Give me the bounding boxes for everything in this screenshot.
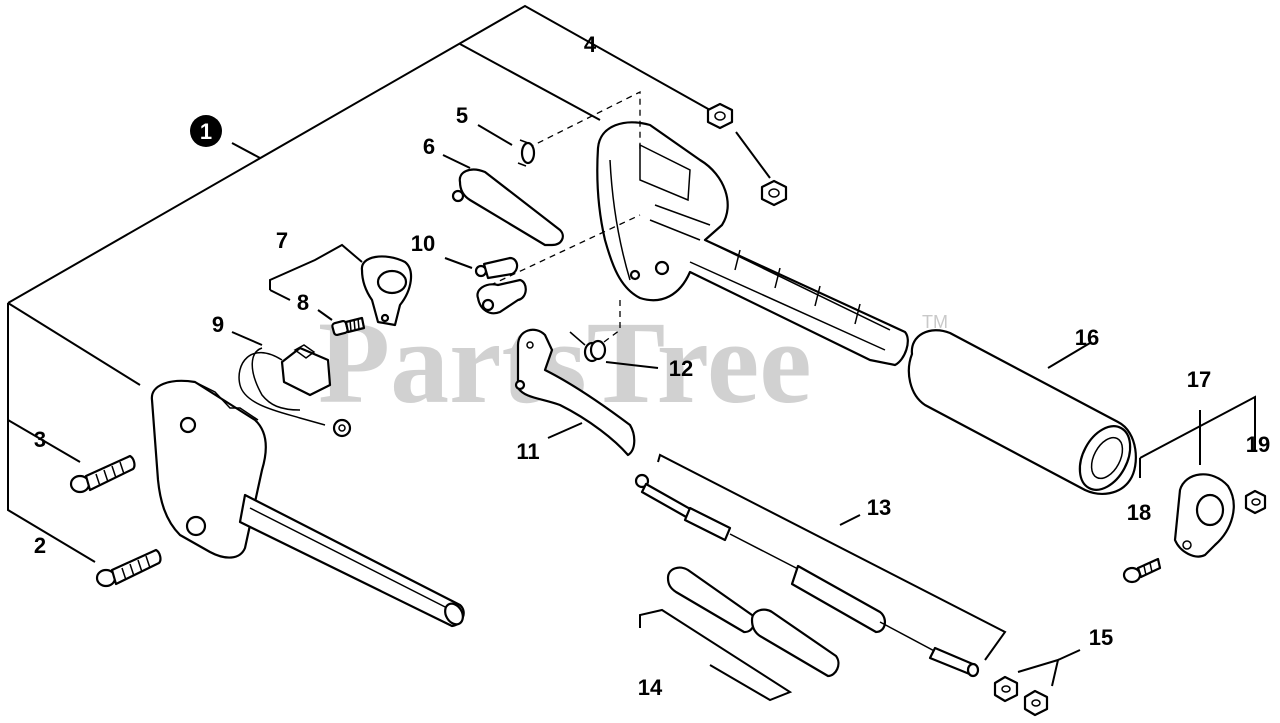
callout-9[interactable]: 9 xyxy=(212,312,224,337)
spring[interactable] xyxy=(569,331,607,363)
callout-5[interactable]: 5 xyxy=(456,103,468,128)
callout-19[interactable]: 19 xyxy=(1246,432,1270,457)
small-screw[interactable] xyxy=(331,316,366,337)
roll-pin[interactable] xyxy=(517,139,536,167)
nut-lower[interactable] xyxy=(760,179,788,207)
callout-18[interactable]: 18 xyxy=(1127,500,1151,525)
clamp[interactable] xyxy=(360,255,413,327)
callout-17[interactable]: 17 xyxy=(1187,367,1211,392)
callout-2[interactable]: 2 xyxy=(34,533,46,558)
callout-1-label: 1 xyxy=(200,119,212,144)
lever[interactable] xyxy=(451,168,564,247)
end-clamp[interactable] xyxy=(1173,473,1235,558)
nut-15a[interactable] xyxy=(993,675,1019,703)
watermark-trademark: TM xyxy=(922,312,948,332)
callout-12[interactable]: 12 xyxy=(669,356,693,381)
callout-10[interactable]: 10 xyxy=(411,231,435,256)
nut-19[interactable] xyxy=(1244,489,1267,515)
callout-15[interactable]: 15 xyxy=(1089,625,1113,650)
callout-4[interactable]: 4 xyxy=(584,32,597,57)
screw-3[interactable] xyxy=(69,454,136,494)
nut-upper[interactable] xyxy=(706,102,734,130)
callout-3[interactable]: 3 xyxy=(34,427,46,452)
callout-labels: 2 3 4 5 6 7 8 9 10 11 12 13 14 15 16 17 … xyxy=(34,32,1270,700)
callout-8[interactable]: 8 xyxy=(297,290,309,315)
callout-13[interactable]: 13 xyxy=(867,495,891,520)
callout-11[interactable]: 11 xyxy=(516,439,539,464)
handle-body[interactable] xyxy=(596,121,909,367)
screw-18[interactable] xyxy=(1122,557,1162,584)
callout-6[interactable]: 6 xyxy=(423,134,435,159)
cable-tubes[interactable] xyxy=(666,566,840,678)
throttle-cable[interactable] xyxy=(634,473,980,678)
callout-14[interactable]: 14 xyxy=(638,675,663,700)
stop-switch[interactable] xyxy=(238,344,352,438)
assembly-bracket xyxy=(7,4,711,563)
throttle-trigger[interactable] xyxy=(514,328,636,457)
nut-15b[interactable] xyxy=(1023,689,1049,717)
throttle-lock[interactable] xyxy=(474,256,527,315)
callout-7[interactable]: 7 xyxy=(276,228,288,253)
grip-tube[interactable] xyxy=(907,329,1141,498)
shaft-housing[interactable] xyxy=(150,379,467,628)
callout-1-badge[interactable]: 1 xyxy=(190,115,222,147)
callout-16[interactable]: 16 xyxy=(1075,325,1099,350)
screw-2[interactable] xyxy=(95,548,162,588)
